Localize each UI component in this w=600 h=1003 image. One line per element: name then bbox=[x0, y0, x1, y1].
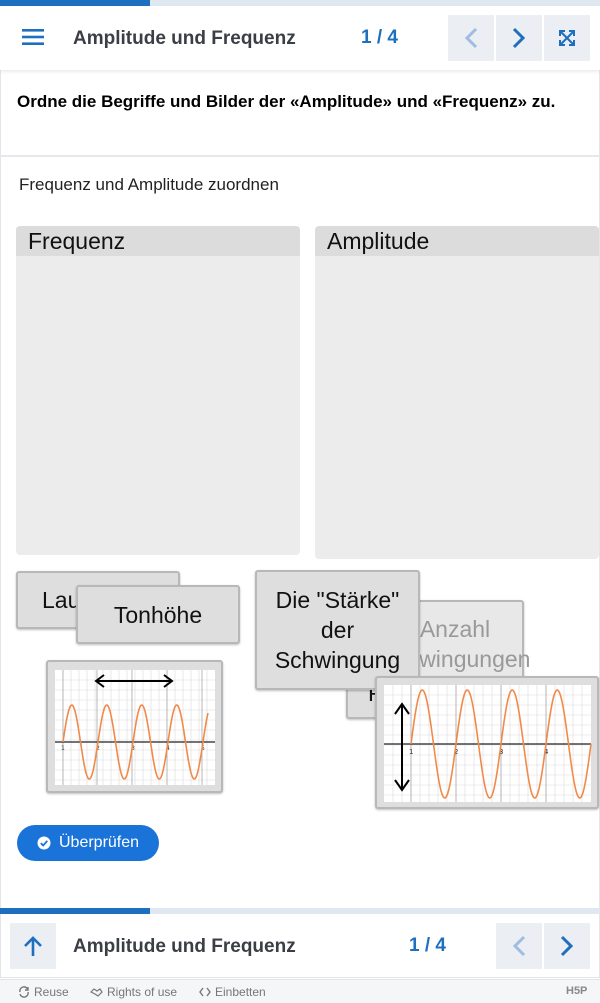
bottom-title: Amplitude und Frequenz bbox=[73, 936, 296, 957]
wave-amplitude-image: 1 2 3 4 bbox=[384, 685, 592, 802]
scroll-top-button[interactable] bbox=[10, 923, 56, 969]
divider bbox=[0, 155, 600, 157]
rights-of-use-label: Rights of use bbox=[107, 985, 178, 999]
axis-tick: 2 bbox=[454, 748, 458, 756]
handshake-icon bbox=[90, 988, 103, 997]
draggable-tonhoehe[interactable]: Tonhöhe bbox=[76, 585, 240, 644]
horizontal-arrow bbox=[94, 674, 174, 688]
top-progress-fill bbox=[0, 0, 150, 6]
header-title: Amplitude und Frequenz bbox=[73, 28, 296, 49]
slide-counter: 1 / 4 bbox=[361, 27, 398, 48]
fullscreen-button[interactable] bbox=[544, 15, 590, 61]
draggable-label: Tonhöhe bbox=[113, 601, 203, 628]
reuse-link[interactable]: Reuse bbox=[18, 985, 69, 999]
h5p-logo-text: H5P bbox=[566, 985, 588, 997]
prev-slide-button[interactable] bbox=[448, 15, 494, 61]
axis-tick: 2 bbox=[96, 745, 100, 752]
check-button[interactable]: Überprüfen bbox=[17, 825, 159, 861]
dropzone-amplitude[interactable]: Amplitude bbox=[315, 226, 599, 559]
axis-tick: 3 bbox=[499, 748, 503, 756]
check-circle-icon bbox=[37, 836, 51, 850]
sine-wave-path bbox=[62, 704, 209, 780]
code-icon bbox=[199, 987, 211, 997]
embed-link[interactable]: Einbetten bbox=[199, 985, 266, 999]
bottom-next-button[interactable] bbox=[544, 923, 590, 969]
axis-tick: 1 bbox=[61, 745, 65, 752]
bottom-progress-fill bbox=[0, 908, 150, 914]
vertical-arrow bbox=[394, 702, 410, 792]
reuse-label: Reuse bbox=[34, 985, 69, 999]
next-slide-button[interactable] bbox=[496, 15, 542, 61]
arrow-up-icon bbox=[24, 936, 42, 956]
menu-button[interactable] bbox=[10, 14, 56, 60]
draggable-staerke-der-schwingung[interactable]: Die "Stärke" der Schwingung bbox=[255, 570, 420, 690]
fullscreen-icon bbox=[559, 30, 575, 46]
dropzone-frequenz[interactable]: Frequenz bbox=[16, 226, 300, 555]
draggable-label: Die "Stärke" der Schwingung bbox=[274, 587, 401, 673]
draggable-image-frequency[interactable]: 1 2 3 4 5 bbox=[46, 660, 223, 793]
rights-of-use-link[interactable]: Rights of use bbox=[90, 985, 177, 999]
axis-tick: 5 bbox=[201, 745, 205, 752]
dropzone-label: Amplitude bbox=[315, 226, 599, 256]
chevron-right-icon bbox=[560, 935, 574, 957]
check-button-label: Überprüfen bbox=[59, 834, 140, 851]
chevron-right-icon bbox=[512, 27, 526, 49]
draggable-image-amplitude[interactable]: 1 2 3 4 bbox=[375, 676, 599, 809]
bottom-progress-track bbox=[0, 908, 600, 914]
chevron-left-icon bbox=[464, 27, 478, 49]
hamburger-icon bbox=[22, 29, 44, 45]
wave-frequency-image: 1 2 3 4 5 bbox=[55, 670, 215, 785]
dropzone-label: Frequenz bbox=[16, 226, 300, 256]
question-text: Ordne die Begriffe und Bilder der «Ampli… bbox=[17, 92, 556, 111]
axis-tick: 4 bbox=[166, 745, 170, 752]
header-bar: Amplitude und Frequenz 1 / 4 bbox=[0, 6, 600, 70]
reuse-icon bbox=[19, 986, 29, 998]
axis-tick: 4 bbox=[544, 748, 549, 756]
task-label: Frequenz und Amplitude zuordnen bbox=[19, 175, 279, 194]
bottom-prev-button[interactable] bbox=[496, 923, 542, 969]
axis-tick: 1 bbox=[409, 748, 413, 756]
footer-bar: Reuse Rights of use Einbetten H5P bbox=[0, 979, 600, 1003]
bottom-slide-counter: 1 / 4 bbox=[409, 935, 446, 956]
h5p-logo[interactable]: H5P bbox=[566, 985, 587, 997]
chevron-left-icon bbox=[512, 935, 526, 957]
axis-tick: 3 bbox=[131, 745, 135, 752]
sine-wave-path bbox=[410, 689, 592, 799]
top-progress-track bbox=[0, 0, 600, 6]
embed-label: Einbetten bbox=[215, 985, 266, 999]
